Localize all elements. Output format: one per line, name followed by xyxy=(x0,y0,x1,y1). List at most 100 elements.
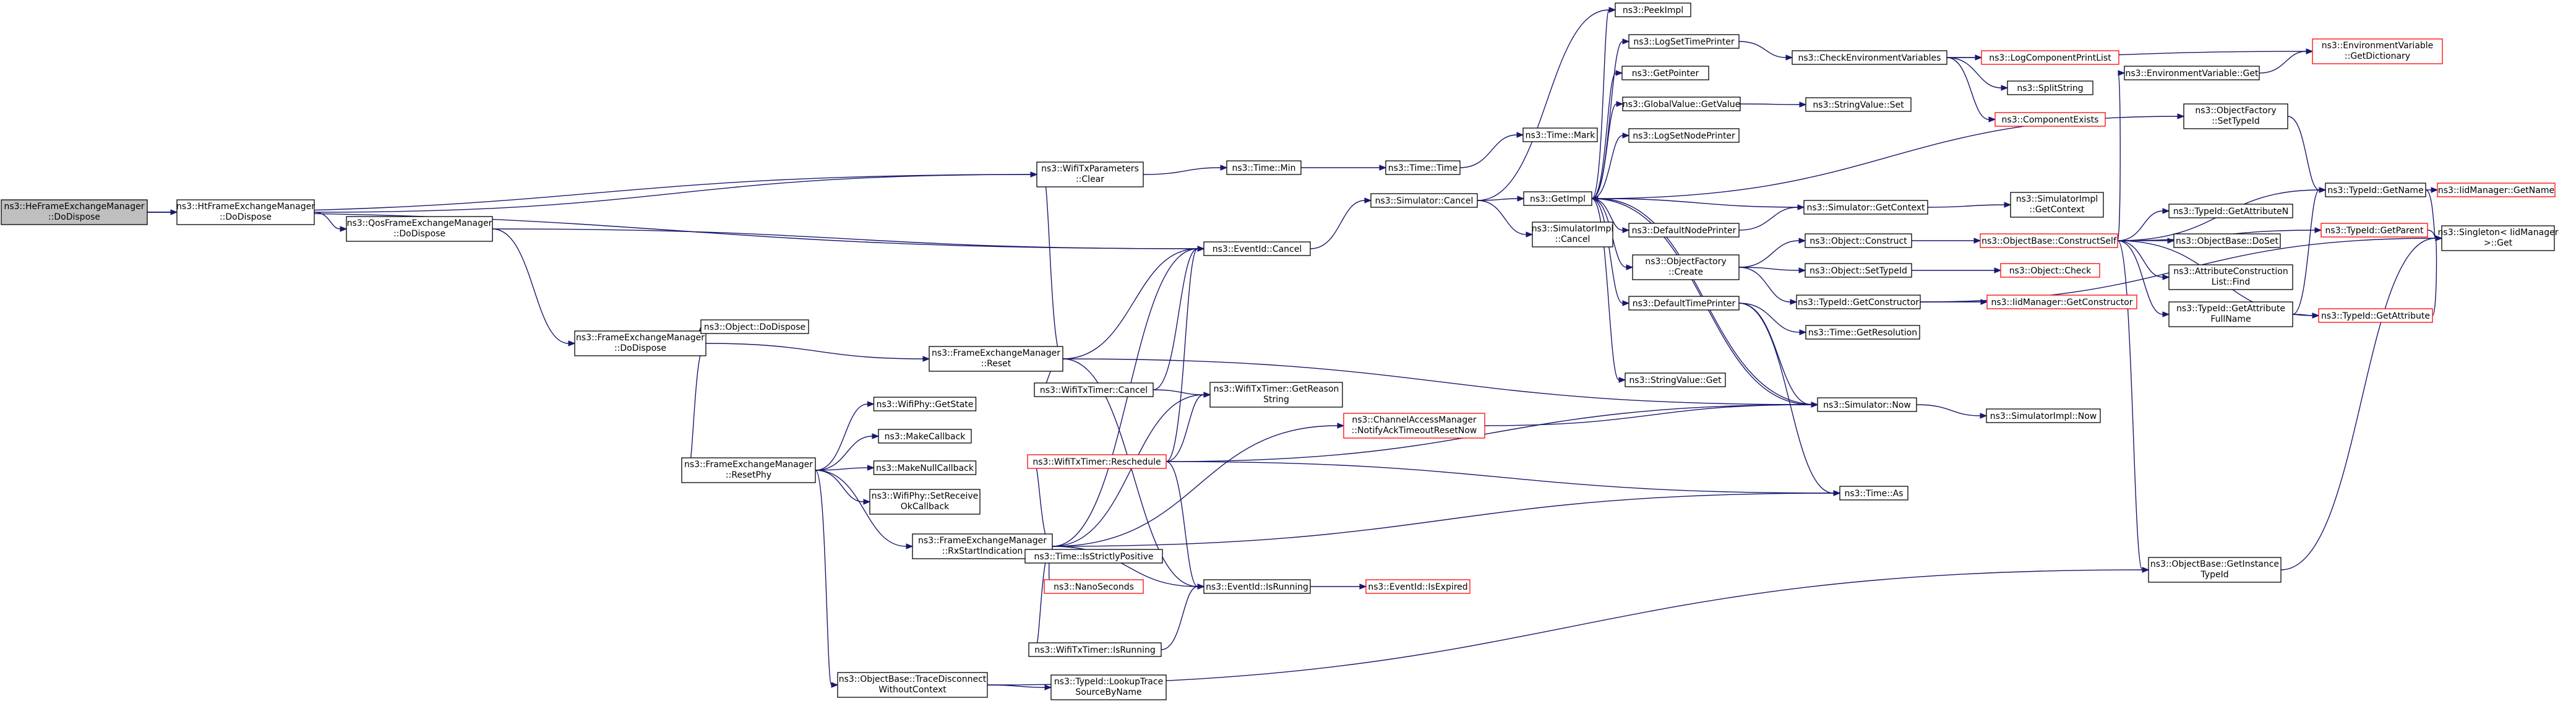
node-object_construct[interactable]: ns3::Object::Construct xyxy=(1805,233,1912,248)
node-simimpl_cancel[interactable]: ns3::SimulatorImpl::Cancel xyxy=(1532,222,1614,247)
node-typeid_getattributen[interactable]: ns3::TypeId::GetAttributeN xyxy=(2168,204,2293,218)
node-getimpl[interactable]: ns3::GetImpl xyxy=(1523,191,1592,206)
node-stringvalue_get[interactable]: ns3::StringValue::Get xyxy=(1625,372,1726,387)
node-traceDisconnect[interactable]: ns3::ObjectBase::TraceDisconnectWithoutC… xyxy=(837,672,988,698)
node-typeid_getattribute[interactable]: ns3::TypeId::GetAttribute xyxy=(2318,308,2433,323)
node-label: ns3::TypeId::GetName xyxy=(2327,186,2423,196)
node-iidmanager_getname[interactable]: ns3::IidManager::GetName xyxy=(2437,183,2556,197)
node-sim_cancel[interactable]: ns3::Simulator::Cancel xyxy=(1370,193,1478,208)
node-logsettimeprinter[interactable]: ns3::LogSetTimePrinter xyxy=(1628,34,1740,49)
node-simimpl_now[interactable]: ns3::SimulatorImpl::Now xyxy=(1986,408,2101,423)
node-box xyxy=(2124,66,2260,80)
node-object_check[interactable]: ns3::Object::Check xyxy=(2000,263,2100,278)
node-label: ns3::TypeId::LookupTrace xyxy=(1054,677,1163,687)
node-label: ns3::ChannelAccessManager xyxy=(1352,415,1477,425)
node-obj_dodispose[interactable]: ns3::Object::DoDispose xyxy=(700,319,809,334)
node-wifitx_clear[interactable]: ns3::WifiTxParameters::Clear xyxy=(1036,161,1144,187)
node-qos_dodispose[interactable]: ns3::QosFrameExchangeManager::DoDispose xyxy=(346,216,493,242)
node-objectbase_doset[interactable]: ns3::ObjectBase::DoSet xyxy=(2173,233,2281,248)
node-wifitxtimer_isrunning[interactable]: ns3::WifiTxTimer::IsRunning xyxy=(1028,642,1162,657)
node-label: ns3::TypeId::GetAttribute xyxy=(2321,311,2430,321)
node-chanacc_notify[interactable]: ns3::ChannelAccessManager::NotifyAckTime… xyxy=(1343,413,1485,439)
edge-wifitxtimer_reschedule-to-time_as xyxy=(1166,461,1841,496)
node-simimpl_getcontext[interactable]: ns3::SimulatorImpl::GetContext xyxy=(2010,192,2104,218)
edge-typeid_getattributefullname-to-typeid_getattribute xyxy=(2292,312,2320,319)
node-box xyxy=(1024,549,1163,564)
edge-getimpl-to-getpointer xyxy=(1591,70,1623,199)
node-fem_dodispose[interactable]: ns3::FrameExchangeManager::DoDispose xyxy=(574,330,706,356)
node-componentexists[interactable]: ns3::ComponentExists xyxy=(1994,112,2106,127)
node-box xyxy=(1986,295,2137,309)
node-fem_rxstart[interactable]: ns3::FrameExchangeManager::RxStartIndica… xyxy=(912,533,1053,559)
edge-qos_dodispose-to-fem_dodispose xyxy=(492,228,576,346)
node-idmanager_getconstructor[interactable]: ns3::IidManager::GetConstructor xyxy=(1986,295,2137,309)
node-typeid_getparent[interactable]: ns3::TypeId::GetParent xyxy=(2321,223,2428,238)
node-peekimpl[interactable]: ns3::PeekImpl xyxy=(1615,2,1691,17)
node-box xyxy=(1796,295,1921,309)
node-eventid_isexpired[interactable]: ns3::EventId::IsExpired xyxy=(1365,579,1470,594)
node-fem_resetphy[interactable]: ns3::FrameExchangeManager::ResetPhy xyxy=(681,457,816,483)
node-objectfactory_create[interactable]: ns3::ObjectFactory::Create xyxy=(1632,254,1740,280)
node-label: ns3::Time::Time xyxy=(1388,163,1458,173)
node-typeid_getname[interactable]: ns3::TypeId::GetName xyxy=(2325,183,2426,197)
node-label: ns3::TypeId::GetAttributeN xyxy=(2173,207,2288,217)
node-eventid_isrunning[interactable]: ns3::EventId::IsRunning xyxy=(1203,579,1311,594)
edge-fem_reset-to-eventid_cancel xyxy=(1062,246,1205,359)
node-typeid_getconstructor[interactable]: ns3::TypeId::GetConstructor xyxy=(1796,295,1921,309)
edge-getimpl-to-stringvalue_get xyxy=(1591,198,1626,383)
node-eventid_cancel[interactable]: ns3::EventId::Cancel xyxy=(1203,241,1311,256)
node-box xyxy=(1027,454,1167,469)
node-makenullcallback[interactable]: ns3::MakeNullCallback xyxy=(873,460,977,475)
node-wifitxtimer_reschedule[interactable]: ns3::WifiTxTimer::Reschedule xyxy=(1027,454,1167,469)
node-singleton_get[interactable]: ns3::Singleton< IidManager>::Get xyxy=(2438,225,2559,251)
edge-object_construct-to-objectbase_constructself xyxy=(1912,238,1981,244)
node-objectfactory_settypeid[interactable]: ns3::ObjectFactory::SetTypeId xyxy=(2183,103,2288,129)
node-wifitxtimer_cancel[interactable]: ns3::WifiTxTimer::Cancel xyxy=(1034,382,1154,397)
node-time_getresolution[interactable]: ns3::Time::GetResolution xyxy=(1805,325,1920,340)
node-globalvalue_getvalue[interactable]: ns3::GlobalValue::GetValue xyxy=(1622,97,1741,111)
node-ht_dodispose[interactable]: ns3::HtFrameExchangeManager::DoDispose xyxy=(176,199,315,225)
nodes-layer: ns3::HeFrameExchangeManager::DoDisposens… xyxy=(1,2,2559,700)
node-sim_now[interactable]: ns3::Simulator::Now xyxy=(1817,397,1917,412)
node-makecallback[interactable]: ns3::MakeCallback xyxy=(878,429,972,444)
node-checkenv[interactable]: ns3::CheckEnvironmentVariables xyxy=(1792,50,1947,65)
node-label: ns3::EventId::IsExpired xyxy=(1368,582,1467,592)
node-root[interactable]: ns3::HeFrameExchangeManager::DoDispose xyxy=(1,199,148,225)
node-box xyxy=(1628,34,1740,49)
node-time_as[interactable]: ns3::Time::As xyxy=(1839,486,1908,501)
node-time_time[interactable]: ns3::Time::Time xyxy=(1385,160,1461,175)
node-sim_getcontext[interactable]: ns3::Simulator::GetContext xyxy=(1803,200,1928,215)
node-logsetnodeprinter[interactable]: ns3::LogSetNodePrinter xyxy=(1628,128,1740,143)
edge-eventid_isrunning-to-eventid_isexpired xyxy=(1310,583,1367,590)
node-splitstring[interactable]: ns3::SplitString xyxy=(2007,80,2093,95)
node-defaulttimeprinter[interactable]: ns3::DefaultTimePrinter xyxy=(1628,296,1740,311)
edge-objectbase_constructself-to-typeid_getattributen xyxy=(2117,208,2170,241)
node-box xyxy=(837,672,988,698)
node-object_settypeid[interactable]: ns3::Object::SetTypeId xyxy=(1805,263,1912,278)
node-getpointer[interactable]: ns3::GetPointer xyxy=(1621,66,1709,80)
node-label: String xyxy=(1263,395,1289,405)
node-label: ns3::Simulator::GetContext xyxy=(1806,203,1925,213)
node-logcomponentprintlist[interactable]: ns3::LogComponentPrintList xyxy=(1981,50,2119,65)
node-time_mark[interactable]: ns3::Time::Mark xyxy=(1522,127,1598,142)
edge-fem_dodispose-to-fem_reset xyxy=(705,343,930,362)
node-envvar_get[interactable]: ns3::EnvironmentVariable::Get xyxy=(2124,66,2260,80)
node-box xyxy=(1805,233,1912,248)
node-wifiphy_getstate[interactable]: ns3::WifiPhy::GetState xyxy=(873,397,977,411)
edge-objectbase_constructself-to-typeid_getattributefullname xyxy=(2117,240,2170,317)
node-objectbase_constructself[interactable]: ns3::ObjectBase::ConstructSelf xyxy=(1980,233,2118,248)
node-box xyxy=(1621,66,1709,80)
node-defaultnodeprinter[interactable]: ns3::DefaultNodePrinter xyxy=(1628,223,1740,238)
node-stringvalue_set[interactable]: ns3::StringValue::Set xyxy=(1805,97,1912,112)
node-nanoseconds[interactable]: ns3::NanoSeconds xyxy=(1044,579,1144,594)
node-envvar_getdict[interactable]: ns3::EnvironmentVariable::GetDictionary xyxy=(2312,38,2443,64)
node-fem_reset[interactable]: ns3::FrameExchangeManager::Reset xyxy=(929,346,1063,372)
node-time_isstrictlypositive[interactable]: ns3::Time::IsStrictlyPositive xyxy=(1024,549,1163,564)
node-time_min[interactable]: ns3::Time::Min xyxy=(1226,160,1302,175)
